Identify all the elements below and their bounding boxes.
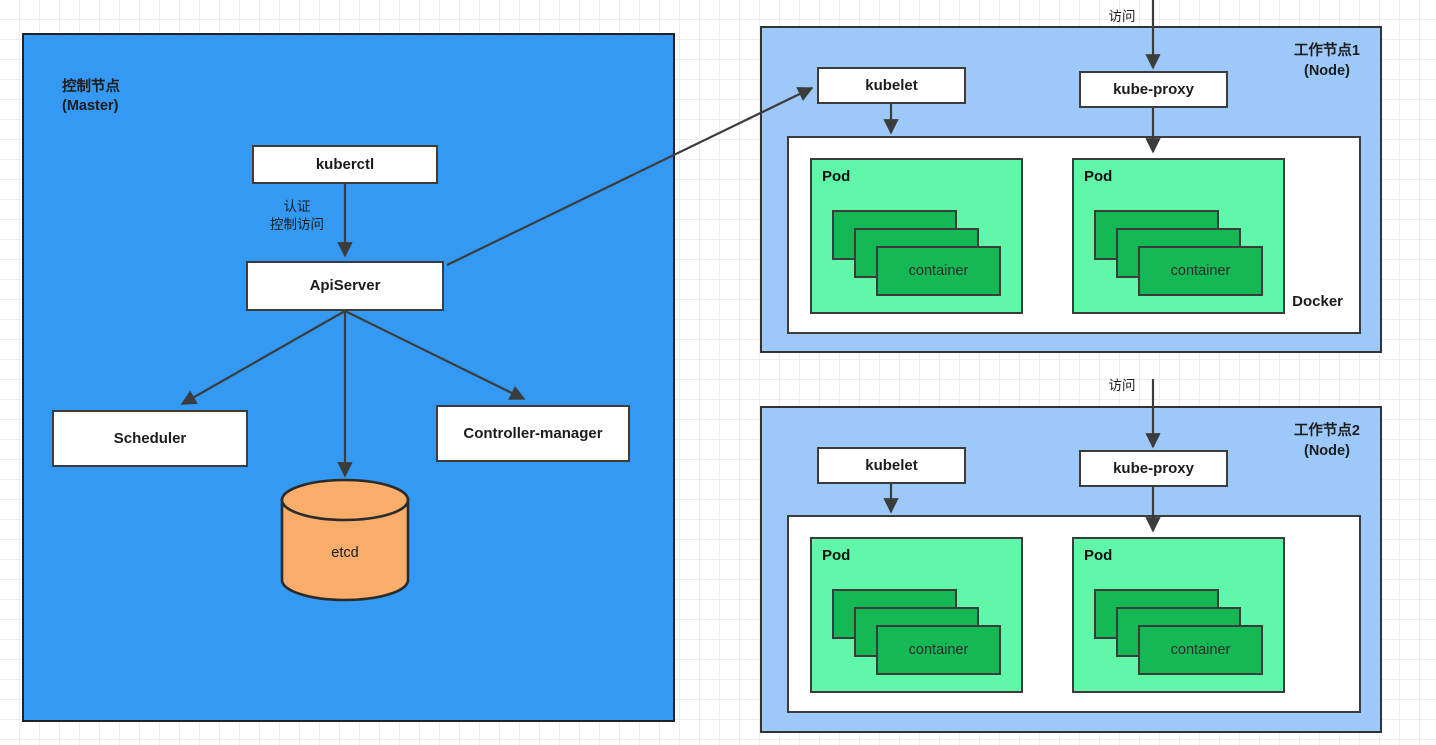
etcd-datastore[interactable]: etcd [280,478,410,602]
apiserver-box[interactable]: ApiServer [246,261,444,311]
pod-label: Pod [822,547,851,564]
kube-proxy-box-node-1[interactable]: kube-proxy [1079,71,1228,108]
cylinder-icon [280,478,410,602]
pod[interactable]: Pod container container container [810,158,1023,314]
etcd-label: etcd [331,545,359,561]
master-region-label: 控制节点 (Master) [62,79,120,115]
container-box[interactable]: container [876,625,1001,675]
docker-runtime-region-node-2[interactable]: Pod container container container Pod co… [787,515,1361,713]
kubelet-box-node-1[interactable]: kubelet [817,67,966,104]
kubelet-box-node-2[interactable]: kubelet [817,447,966,484]
auth-edge-label: 认证 控制访问 [270,199,324,232]
pod[interactable]: Pod container container container [1072,537,1285,693]
worker-node-2-label: 工作节点2 (Node) [1293,423,1360,459]
pod-label: Pod [1084,547,1113,564]
master-node-region[interactable]: 控制节点 (Master) [22,33,675,722]
container-box[interactable]: container [876,246,1001,296]
container-box[interactable]: container [1138,625,1263,675]
docker-runtime-region-node-1[interactable]: Docker Pod container container container… [787,136,1361,334]
worker-node-1-label: 工作节点1 (Node) [1293,43,1360,79]
pod[interactable]: Pod container container container [1072,158,1285,314]
kuberctl-box[interactable]: kuberctl [252,145,438,184]
container-box[interactable]: container [1138,246,1263,296]
controller-manager-box[interactable]: Controller-manager [436,405,630,462]
scheduler-box[interactable]: Scheduler [52,410,248,467]
docker-label: Docker [1292,293,1343,310]
pod-label: Pod [1084,168,1113,185]
pod[interactable]: Pod container container container [810,537,1023,693]
kube-proxy-box-node-2[interactable]: kube-proxy [1079,450,1228,487]
access-edge-label-node-1: 访问 [1108,9,1136,24]
pod-label: Pod [822,168,851,185]
access-edge-label-node-2: 访问 [1108,378,1136,393]
